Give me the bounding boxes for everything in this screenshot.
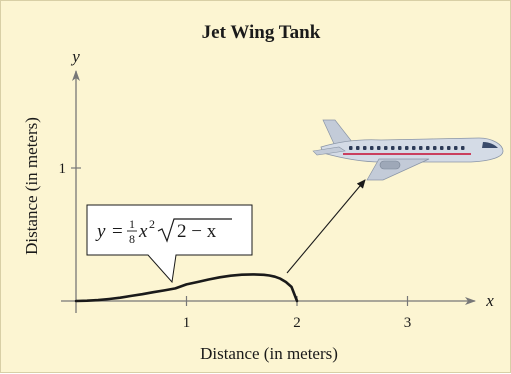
equation-lhs: y xyxy=(95,221,106,242)
equation-var: x xyxy=(138,221,148,242)
equation-frac-num: 1 xyxy=(129,217,135,231)
pointer-arrow xyxy=(286,179,366,274)
airplane-window xyxy=(412,146,416,150)
airplane-window xyxy=(370,146,374,150)
airplane-window xyxy=(461,146,465,150)
jet-airplane-illustration xyxy=(312,119,504,181)
y-axis-name: y xyxy=(70,47,80,66)
airplane-window xyxy=(447,146,451,150)
y-axis-label: Distance (in meters) xyxy=(22,117,41,255)
airplane-window xyxy=(356,146,360,150)
airplane-cockpit-window xyxy=(482,142,498,148)
x-tick-label-2: 2 xyxy=(293,315,301,331)
equation-exponent: 2 xyxy=(149,217,155,231)
airplane-window xyxy=(419,146,423,150)
x-tick-label-1: 1 xyxy=(183,315,191,331)
airplane-window xyxy=(440,146,444,150)
axes: x y xyxy=(61,47,494,313)
x-tick-label-3: 3 xyxy=(404,315,412,331)
airplane-window xyxy=(454,146,458,150)
equation-equals: = xyxy=(112,221,123,242)
airplane-horizontal-stabilizer xyxy=(312,146,346,156)
callout-box xyxy=(86,204,253,284)
y-tick-label-1: 1 xyxy=(59,161,67,177)
airplane-window xyxy=(384,146,388,150)
data-curve xyxy=(74,273,299,303)
airplane-window xyxy=(391,146,395,150)
equation-callout: y = 1 8 x 2 2 − x xyxy=(86,204,253,284)
airplane-window xyxy=(377,146,381,150)
x-axis-label: Distance (in meters) xyxy=(200,344,338,363)
airplane-engine xyxy=(379,160,401,170)
airplane-window xyxy=(398,146,402,150)
airplane-window xyxy=(433,146,437,150)
radical-sign xyxy=(157,218,232,243)
airplane-window xyxy=(405,146,409,150)
x-axis-name: x xyxy=(485,291,494,310)
airplane-windows xyxy=(349,146,465,150)
airplane-window xyxy=(363,146,367,150)
airplane-window xyxy=(349,146,353,150)
equation-radicand: 2 − x xyxy=(177,221,217,242)
airplane-window xyxy=(426,146,430,150)
equation-frac-den: 8 xyxy=(129,232,135,246)
airplane-fuselage xyxy=(320,137,504,163)
chart-title: Jet Wing Tank xyxy=(202,22,321,43)
